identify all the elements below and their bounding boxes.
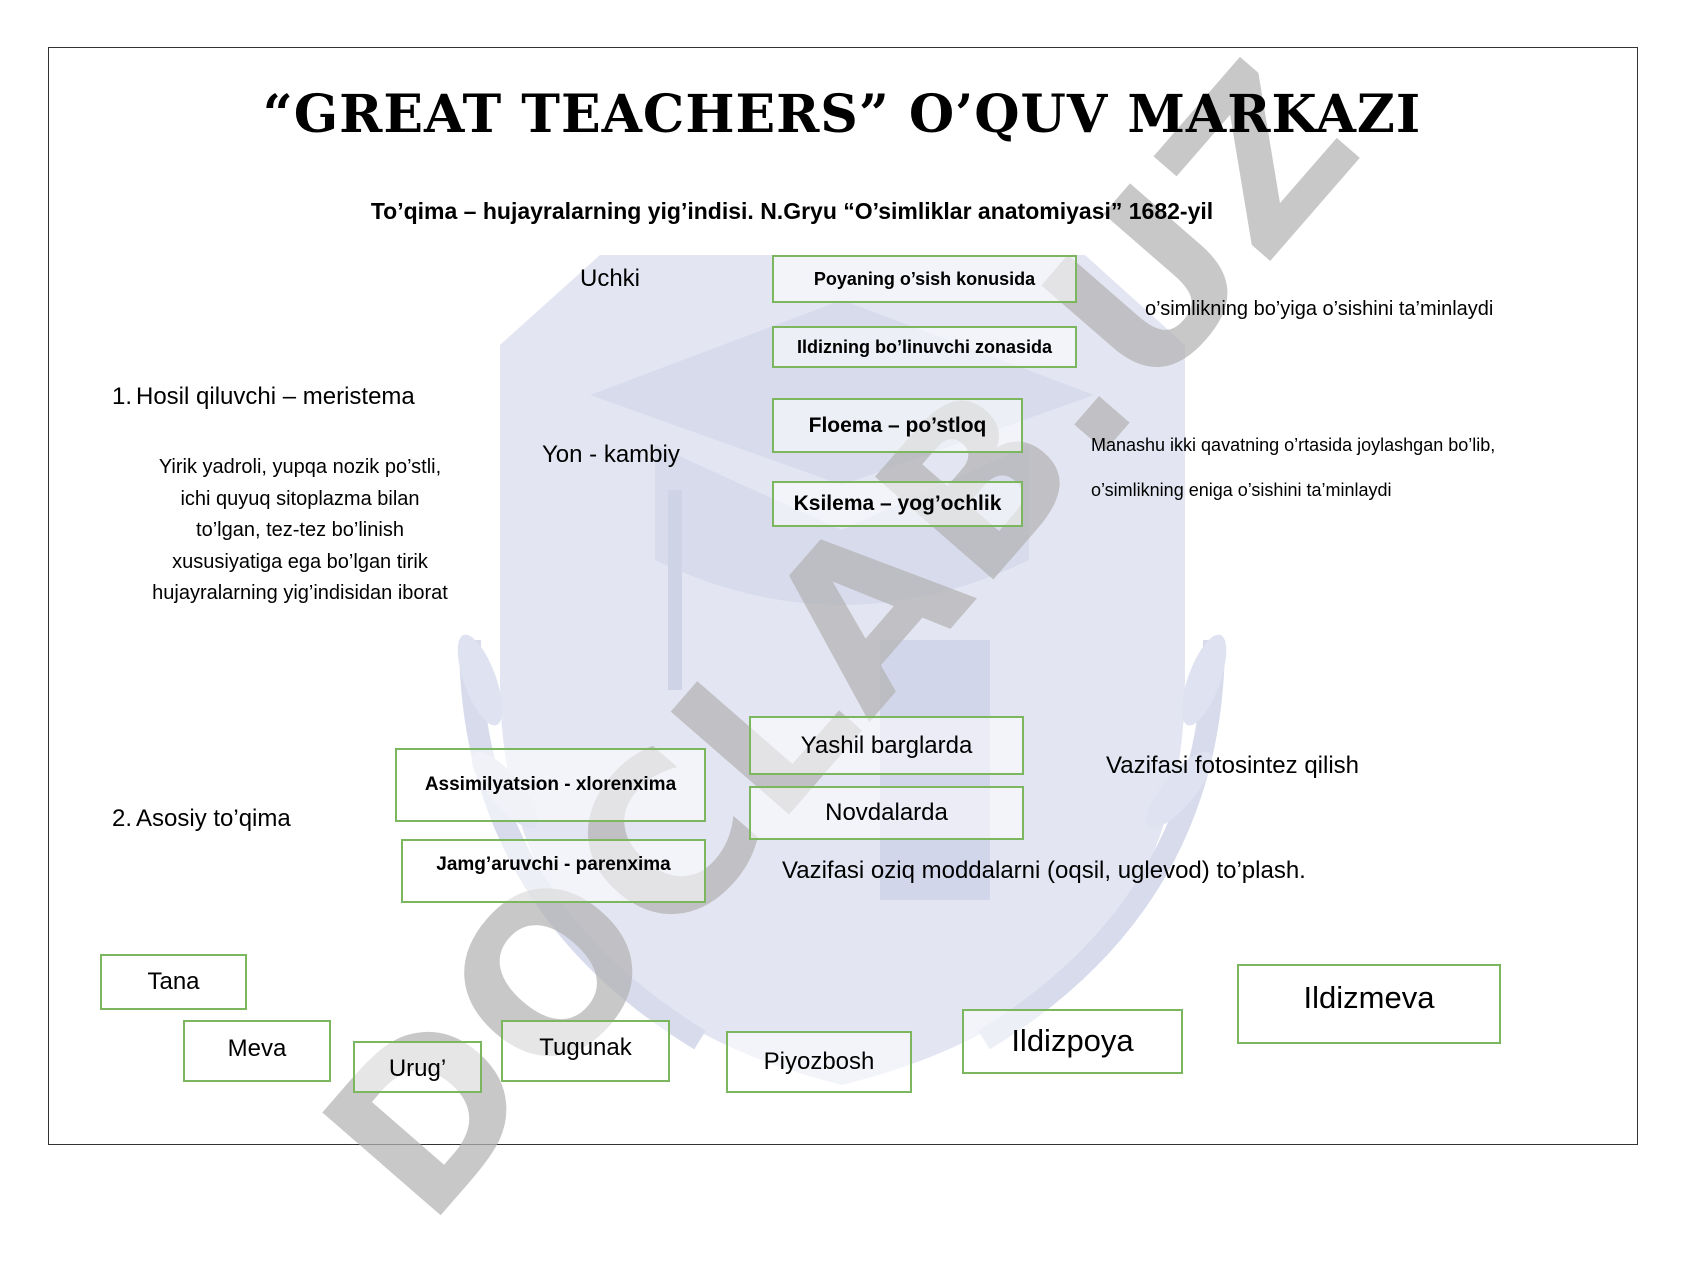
yon-note-line1: Manashu ikki qavatning o’rtasida joylash… — [1091, 435, 1496, 455]
box-poyaning-osish-konusida: Poyaning o’sish konusida — [772, 255, 1077, 303]
organ-box-meva: Meva — [183, 1020, 331, 1082]
yon-note-line2: o’simlikning eniga o’sishini ta’minlaydi — [1091, 480, 1392, 500]
uchki-label: Uchki — [580, 265, 641, 292]
box-novdalarda: Novdalarda — [749, 786, 1024, 840]
meristema-description: Yirik yadroli, yupqa nozik po’stli, ichi… — [152, 456, 448, 604]
box-ildizning-bolinuvchi-zonasida: Ildizning bo’linuvchi zonasida — [772, 326, 1077, 368]
box-assimilyatsion-xlorenxima: Assimilyatsion - xlorenxima — [395, 748, 706, 822]
fotosintez-note: Vazifasi fotosintez qilish — [1106, 752, 1360, 779]
section2-number: 2. — [112, 805, 133, 832]
page-subtitle: To’qima – hujayralarning yig’indisi. N.G… — [370, 198, 1214, 224]
yon-kambiy-label: Yon - kambiy — [542, 441, 680, 468]
section1-number: 1. — [112, 383, 133, 410]
section1-heading: Hosil qiluvchi – meristema — [136, 383, 415, 410]
box-jamgaruvchi-parenxima: Jamg’aruvchi - parenxima — [401, 839, 706, 903]
parenxima-note: Vazifasi oziq moddalarni (oqsil, uglevod… — [782, 857, 1306, 884]
box-ksilema-yogochlik: Ksilema – yog’ochlik — [772, 481, 1023, 527]
uchki-note: o’simlikning bo’yiga o’sishini ta’minlay… — [1145, 298, 1494, 320]
organ-box-ildizmeva: Ildizmeva — [1237, 964, 1501, 1044]
box-floema-postloq: Floema – po’stloq — [772, 398, 1023, 453]
organ-box-ildizpoya: Ildizpoya — [962, 1009, 1183, 1074]
box-yashil-barglarda: Yashil barglarda — [749, 716, 1024, 775]
organ-box-piyozbosh: Piyozbosh — [726, 1031, 912, 1093]
page-title: “GREAT TEACHERS” O’QUV MARKAZI — [262, 84, 1422, 145]
page-border — [48, 47, 1638, 1145]
organ-box-tana: Tana — [100, 954, 247, 1010]
section2-heading: Asosiy to’qima — [136, 805, 291, 832]
organ-box-tugunak: Tugunak — [501, 1020, 670, 1082]
organ-box-urug: Urug’ — [353, 1041, 482, 1093]
document-page: DOCLAB.UZ “GREAT TEACHERS” O’QUV MARKAZI… — [48, 16, 1638, 1264]
